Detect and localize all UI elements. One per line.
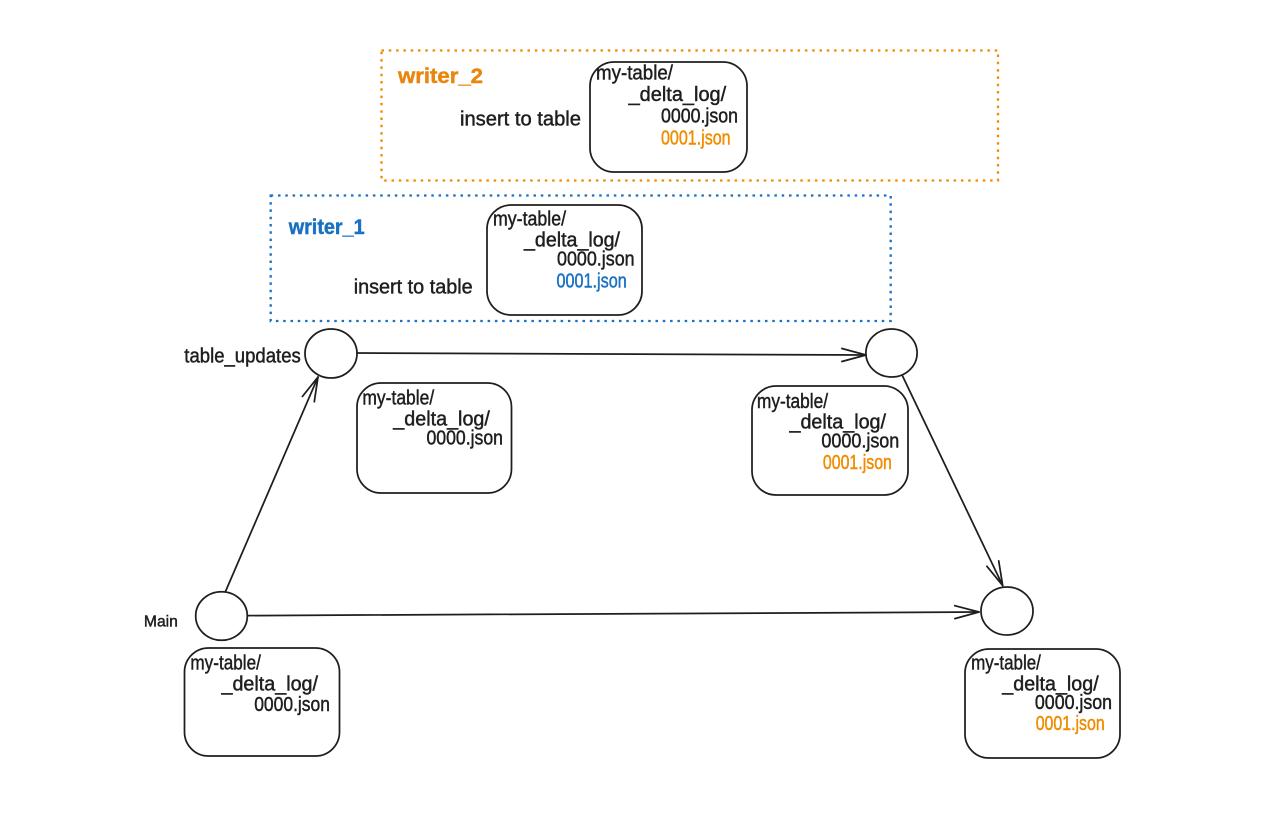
svg-text:insert to table: insert to table xyxy=(354,277,473,299)
svg-text:_delta_log/: _delta_log/ xyxy=(392,409,490,431)
svg-text:Main: Main xyxy=(144,614,178,631)
svg-text:0000.json: 0000.json xyxy=(661,106,738,128)
svg-text:0001.json: 0001.json xyxy=(1036,713,1105,735)
svg-text:0000.json: 0000.json xyxy=(1035,692,1112,714)
svg-text:0000.json: 0000.json xyxy=(427,428,504,450)
svg-text:0000.json: 0000.json xyxy=(254,694,330,716)
svg-text:insert to table: insert to table xyxy=(460,109,581,131)
svg-text:writer_2: writer_2 xyxy=(397,65,483,88)
svg-text:my-table/: my-table/ xyxy=(757,391,829,413)
svg-text:my-table/: my-table/ xyxy=(493,209,566,231)
svg-text:0000.json: 0000.json xyxy=(557,249,635,271)
svg-text:0001.json: 0001.json xyxy=(661,128,731,150)
svg-text:my-table/: my-table/ xyxy=(596,63,673,85)
svg-text:my-table/: my-table/ xyxy=(190,653,261,675)
svg-text:0001.json: 0001.json xyxy=(557,270,627,292)
svg-text:writer_1: writer_1 xyxy=(288,216,365,239)
svg-text:my-table/: my-table/ xyxy=(971,653,1041,675)
svg-text:_delta_log/: _delta_log/ xyxy=(628,84,727,106)
svg-text:_delta_log/: _delta_log/ xyxy=(1001,674,1099,696)
svg-text:my-table/: my-table/ xyxy=(362,388,434,410)
svg-text:_delta_log/: _delta_log/ xyxy=(221,674,319,696)
svg-text:_delta_log/: _delta_log/ xyxy=(789,412,887,434)
svg-text:0001.json: 0001.json xyxy=(823,452,892,474)
svg-text:_delta_log/: _delta_log/ xyxy=(523,230,620,252)
svg-text:table_updates: table_updates xyxy=(184,345,300,367)
svg-text:0000.json: 0000.json xyxy=(821,431,899,453)
